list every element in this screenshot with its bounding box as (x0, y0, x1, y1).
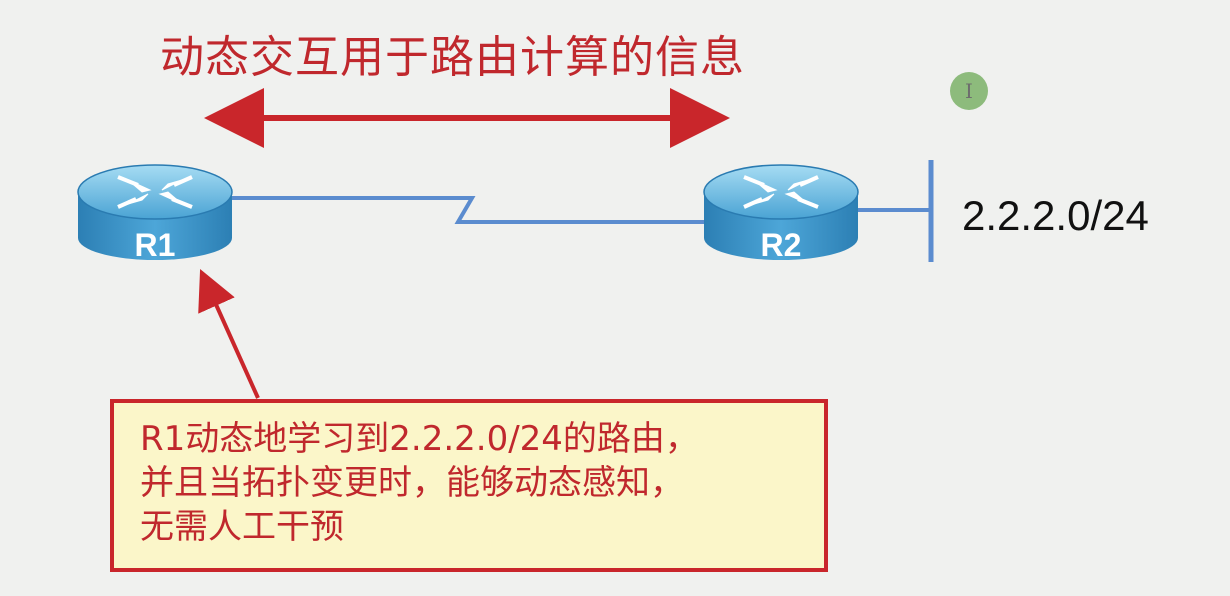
router-r2-label: R2 (761, 227, 802, 263)
serial-link (228, 196, 712, 224)
note-line-1: R1动态地学习到2.2.2.0/24的路由， (140, 419, 699, 459)
note-line-2: 并且当拓扑变更时，能够动态感知， (140, 463, 684, 503)
note-callout: R1动态地学习到2.2.2.0/24的路由， 并且当拓扑变更时，能够动态感知， … (110, 399, 828, 572)
subnet-label: 2.2.2.0/24 (962, 192, 1149, 239)
diagram-title: 动态交互用于路由计算的信息 (160, 32, 745, 83)
router-r2-icon: R2 (703, 164, 859, 263)
router-r1-icon: R1 (77, 164, 233, 263)
note-line-3: 无需人工干预 (140, 507, 344, 547)
text-cursor-icon: I (950, 72, 988, 110)
note-pointer-arrow (198, 269, 260, 399)
router-r1-label: R1 (135, 227, 176, 263)
